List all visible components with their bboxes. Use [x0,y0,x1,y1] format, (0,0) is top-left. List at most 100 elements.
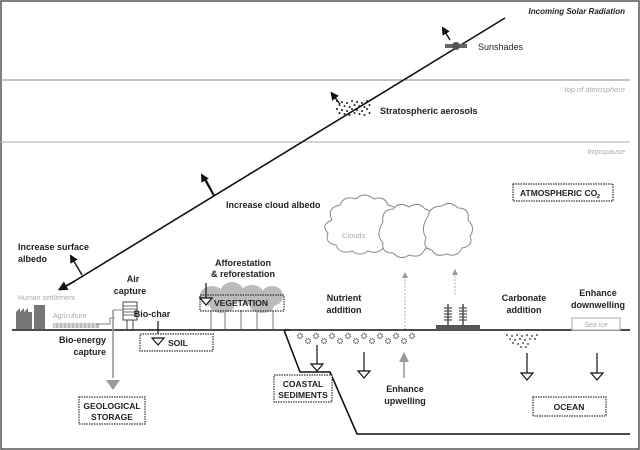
aerosol-cloud-icon [336,100,371,116]
stratospheric-aerosols-label: Stratospheric aerosols [380,106,478,116]
atmospheric-co2-box: ATMOSPHERIC CO 2 [512,183,614,202]
crops-icon [53,323,99,328]
solar-radiation-arrowhead-icon [57,280,76,291]
sea-floor-line [283,329,630,435]
afforestation-label-2: & reforestation [211,269,275,279]
geological-storage-label-1: GEOLOGICAL [83,401,140,411]
clouds-label: Clouds [342,231,366,240]
bio-energy-label-1: Bio-energy [59,335,106,345]
particle-dot [353,112,356,114]
carbonate-sink-triangle-icon [519,372,535,381]
particle-dot [527,343,529,345]
sea-ice-label: Sea ice [584,322,607,329]
particle-dot [529,338,531,340]
downwelling-sink-triangle-icon [589,372,605,381]
nutrient-particle [313,333,319,339]
geological-storage-box: GEOLOGICAL STORAGE [78,396,146,425]
particle-dot [361,102,363,104]
particle-dot [519,338,521,340]
particle-dot [346,110,348,112]
particle-dot [343,113,346,115]
afforestation-label-1: Afforestation [215,258,271,268]
sea-ice-box: Sea ice [571,317,621,331]
particle-dot [348,114,351,116]
vegetation-sink-triangle-icon [198,297,214,306]
ocean-label: OCEAN [554,402,585,412]
agriculture-label: Agriculture [53,313,87,320]
nutrient-sink-triangle-icon [356,370,372,379]
coastal-sink-triangle-icon [309,363,325,372]
particle-dot [512,342,514,344]
air-capture-unit-icon [122,301,138,329]
nutrient-particle [353,338,359,344]
nutrient-addition-label-2: addition [327,305,362,315]
particle-dot [351,108,353,110]
nutrient-particle [337,338,343,344]
nutrient-particle [385,338,391,344]
particle-dot [511,335,513,337]
enhance-upwelling-label-2: upwelling [384,396,426,406]
sunshades-label: Sunshades [478,42,524,52]
coastal-sediments-label-1: COASTAL [283,379,323,389]
carbonate-addition-label-1: Carbonate [502,293,547,303]
air-capture-label-1: Air [127,274,140,284]
geological-storage-label-2: STORAGE [91,412,133,422]
cloud-seeding-ship-icon [436,304,480,330]
particle-dot [531,335,533,337]
particle-dot [353,104,356,106]
nutrient-addition-label-1: Nutrient [327,293,362,303]
sunshade-reflect-arrow-icon [441,26,451,41]
increase-cloud-albedo-label: Increase cloud albedo [226,200,321,210]
particle-dot [358,105,361,107]
particle-dot [526,334,528,336]
particle-dot [509,338,511,340]
particle-dot [525,346,527,348]
particle-dot [366,100,368,102]
particle-dot [358,113,361,115]
vegetation-box: VEGETATION [198,283,285,312]
soil-box: SOIL [139,333,214,352]
human-settlement-label: Human settlement [18,295,75,302]
particle-dot [368,104,371,106]
enhance-upwelling-label-1: Enhance [386,384,424,394]
particle-dot [348,106,351,108]
coastal-sediments-label-2: SEDIMENTS [278,390,328,400]
particle-dot [517,343,519,345]
nutrient-particle [345,333,351,339]
particle-dot [524,339,526,341]
nutrient-particle [329,333,335,339]
increase-surface-albedo-label-1: Increase surface [18,242,89,252]
air-capture-label-2: capture [114,286,147,296]
particle-dot [363,114,366,116]
nutrient-particle [401,338,407,344]
nutrient-particle [297,333,303,339]
storage-arrowhead-icon [106,380,120,390]
particle-dot [356,101,358,103]
particle-dot [522,342,524,344]
factory-icon [16,305,45,329]
particle-dot [363,106,366,108]
atmospheric-co2-label: ATMOSPHERIC CO [520,188,598,198]
surface-albedo-arrow-icon [69,254,83,276]
nutrient-particle [321,338,327,344]
atmospheric-co2-subscript: 2 [597,194,600,200]
upwelling-arrowhead-icon [399,352,409,362]
enhance-downwelling-label-1: Enhance [579,288,617,298]
particle-dot [341,109,343,111]
particle-dot [336,108,338,110]
carbonate-particles-icon [506,334,538,348]
incoming-solar-radiation-label: Incoming Solar Radiation [529,7,626,16]
particle-dot [338,104,341,106]
particle-dot [338,112,341,114]
sunshade-icon [445,42,467,50]
nutrient-particle [361,333,367,339]
particle-dot [516,334,518,336]
particle-dot [506,334,508,336]
cloud-albedo-arrow-icon [200,173,215,197]
nutrient-particle [305,338,311,344]
particle-dot [534,338,536,340]
increase-surface-albedo-label-2: albedo [18,254,48,264]
